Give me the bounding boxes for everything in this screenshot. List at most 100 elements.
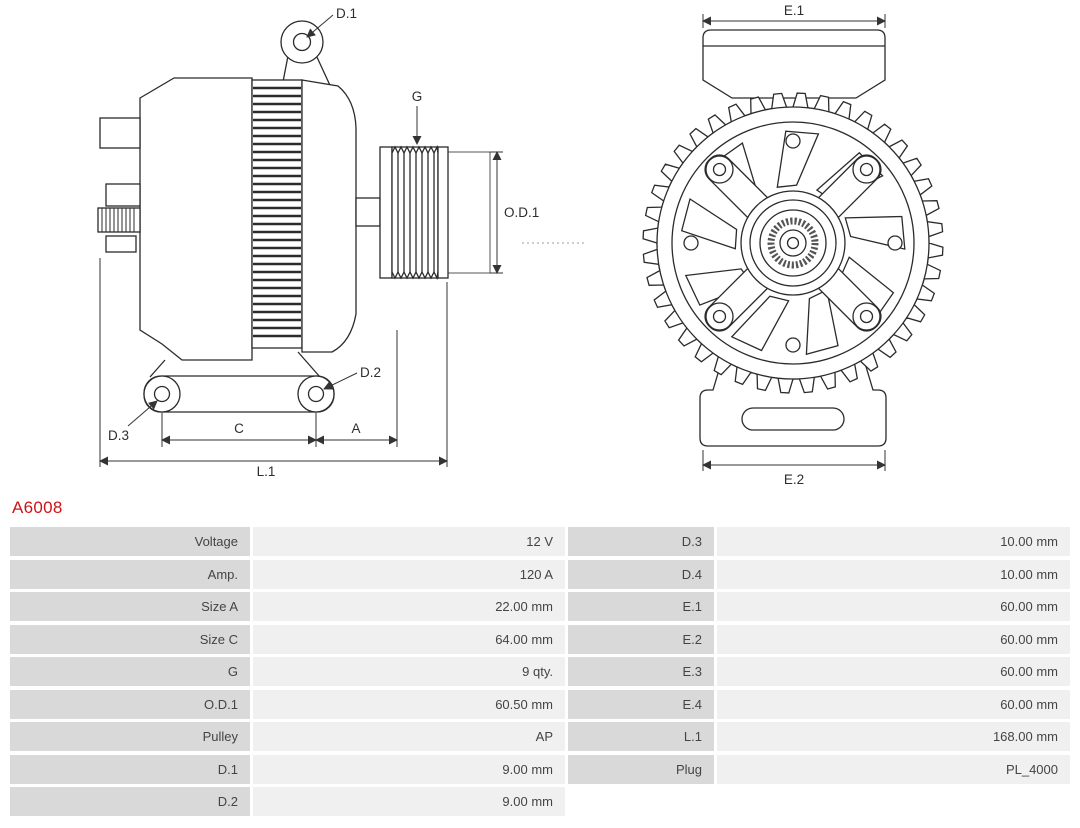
rim-hole (683, 235, 699, 251)
dim-label-c: C (234, 421, 244, 436)
bolt-hole (859, 162, 874, 177)
hub-ring (749, 199, 837, 287)
technical-drawing: D.1 G O.D.1 D.2 D.3 C A L.1 (97, 3, 944, 487)
bolt-hole (712, 162, 727, 177)
top-bracket (702, 29, 886, 99)
bolt-hole (705, 302, 734, 331)
mount-ear-ring (280, 20, 324, 64)
bracket-slot (741, 407, 845, 431)
spec-value: 10.00 mm (717, 527, 1070, 556)
dim-label-a: A (351, 421, 360, 436)
pulley-top-profile (391, 144, 439, 155)
dim-label-e1: E.1 (784, 3, 804, 18)
part-number: A6008 (12, 498, 63, 517)
spec-value: 9 qty. (253, 657, 565, 686)
bolt-hole (852, 302, 881, 331)
mount-ear-hole (292, 32, 312, 52)
spec-label: E.1 (568, 592, 714, 621)
terminal-stud (97, 207, 141, 233)
bolt-hole (852, 155, 881, 184)
spec-value: 120 A (253, 559, 565, 589)
lug-edge (297, 351, 321, 378)
spec-label: Size A (10, 592, 250, 621)
dim-label-d1: D.1 (336, 6, 357, 21)
spec-label: E.2 (568, 624, 714, 654)
pulley-flange (379, 146, 393, 279)
spec-value: 9.00 mm (253, 787, 565, 816)
rim-hole (785, 133, 801, 149)
spec-label: G (10, 657, 250, 686)
dim-label-g: G (412, 89, 423, 104)
spec-value: 168.00 mm (717, 722, 1070, 751)
mount-lug-right (297, 375, 335, 413)
side-view (97, 20, 491, 413)
spec-label-empty (568, 787, 714, 816)
spec-table: Voltage 12 V D.3 10.00 mm Amp. 120 A D.4… (10, 527, 1070, 816)
spec-value: 60.00 mm (717, 592, 1070, 621)
spec-label: E.4 (568, 689, 714, 719)
spec-label: Plug (568, 754, 714, 784)
dim-label-d2: D.2 (360, 365, 381, 380)
shaft-bore (779, 229, 807, 257)
spec-label: L.1 (568, 722, 714, 751)
bolt-hole (859, 309, 874, 324)
rim-hole (887, 235, 903, 251)
d2-leader (323, 372, 358, 390)
spec-label: D.3 (568, 527, 714, 556)
spec-value: PL_4000 (717, 754, 1070, 784)
mount-hole-right (307, 385, 325, 403)
spec-value-empty (717, 787, 1070, 816)
bolt-hole (712, 309, 727, 324)
d3-leader (127, 400, 158, 427)
spec-value: 12 V (253, 527, 565, 556)
terminal-knurl (101, 208, 135, 232)
mount-hole-left (153, 385, 171, 403)
spec-label: D.1 (10, 754, 250, 784)
pulley-groove-lines (397, 153, 435, 272)
spec-label: Pulley (10, 722, 250, 751)
cooling-fins (253, 86, 301, 338)
mount-lug-left (143, 375, 181, 413)
pulley-od-projection (447, 151, 491, 274)
spec-value: 10.00 mm (717, 559, 1070, 589)
shaft-center (786, 236, 800, 250)
connector-block (99, 117, 141, 149)
arm-bolt-holes (705, 155, 881, 331)
spec-label: Voltage (10, 527, 250, 556)
dim-label-l1: L.1 (257, 464, 276, 479)
spec-value: AP (253, 722, 565, 751)
rim-hole (785, 337, 801, 353)
dim-label-od1: O.D.1 (504, 205, 539, 220)
shaft (355, 197, 381, 227)
spec-value: 64.00 mm (253, 624, 565, 654)
pulley-grooves (391, 146, 439, 279)
spec-label: O.D.1 (10, 689, 250, 719)
dim-label-e2: E.2 (784, 472, 804, 487)
spec-label: Size C (10, 624, 250, 654)
spec-value: 60.50 mm (253, 689, 565, 719)
pulley-flange (437, 146, 449, 279)
dim-label-d3: D.3 (108, 428, 129, 443)
lug-edge (149, 359, 166, 378)
spec-value: 9.00 mm (253, 754, 565, 784)
pulley-bottom-profile (391, 270, 439, 281)
spec-value: 60.00 mm (717, 689, 1070, 719)
spec-label: D.4 (568, 559, 714, 589)
hub (740, 190, 846, 296)
rim-holes (683, 133, 903, 353)
spec-value: 60.00 mm (717, 657, 1070, 686)
mount-tab (105, 183, 141, 207)
spec-value: 60.00 mm (717, 624, 1070, 654)
rear-housing (139, 77, 253, 361)
front-view: E.1 E.2 (642, 3, 944, 487)
side-view-dimensions: D.1 G O.D.1 D.2 D.3 C A L.1 (99, 6, 539, 479)
spec-label: E.3 (568, 657, 714, 686)
d1-leader (306, 14, 334, 38)
spec-label: Amp. (10, 559, 250, 589)
front-housing (301, 79, 357, 353)
bolt-hole (705, 155, 734, 184)
spec-value: 22.00 mm (253, 592, 565, 621)
spec-label: D.2 (10, 787, 250, 816)
shaft-spline (767, 217, 819, 269)
